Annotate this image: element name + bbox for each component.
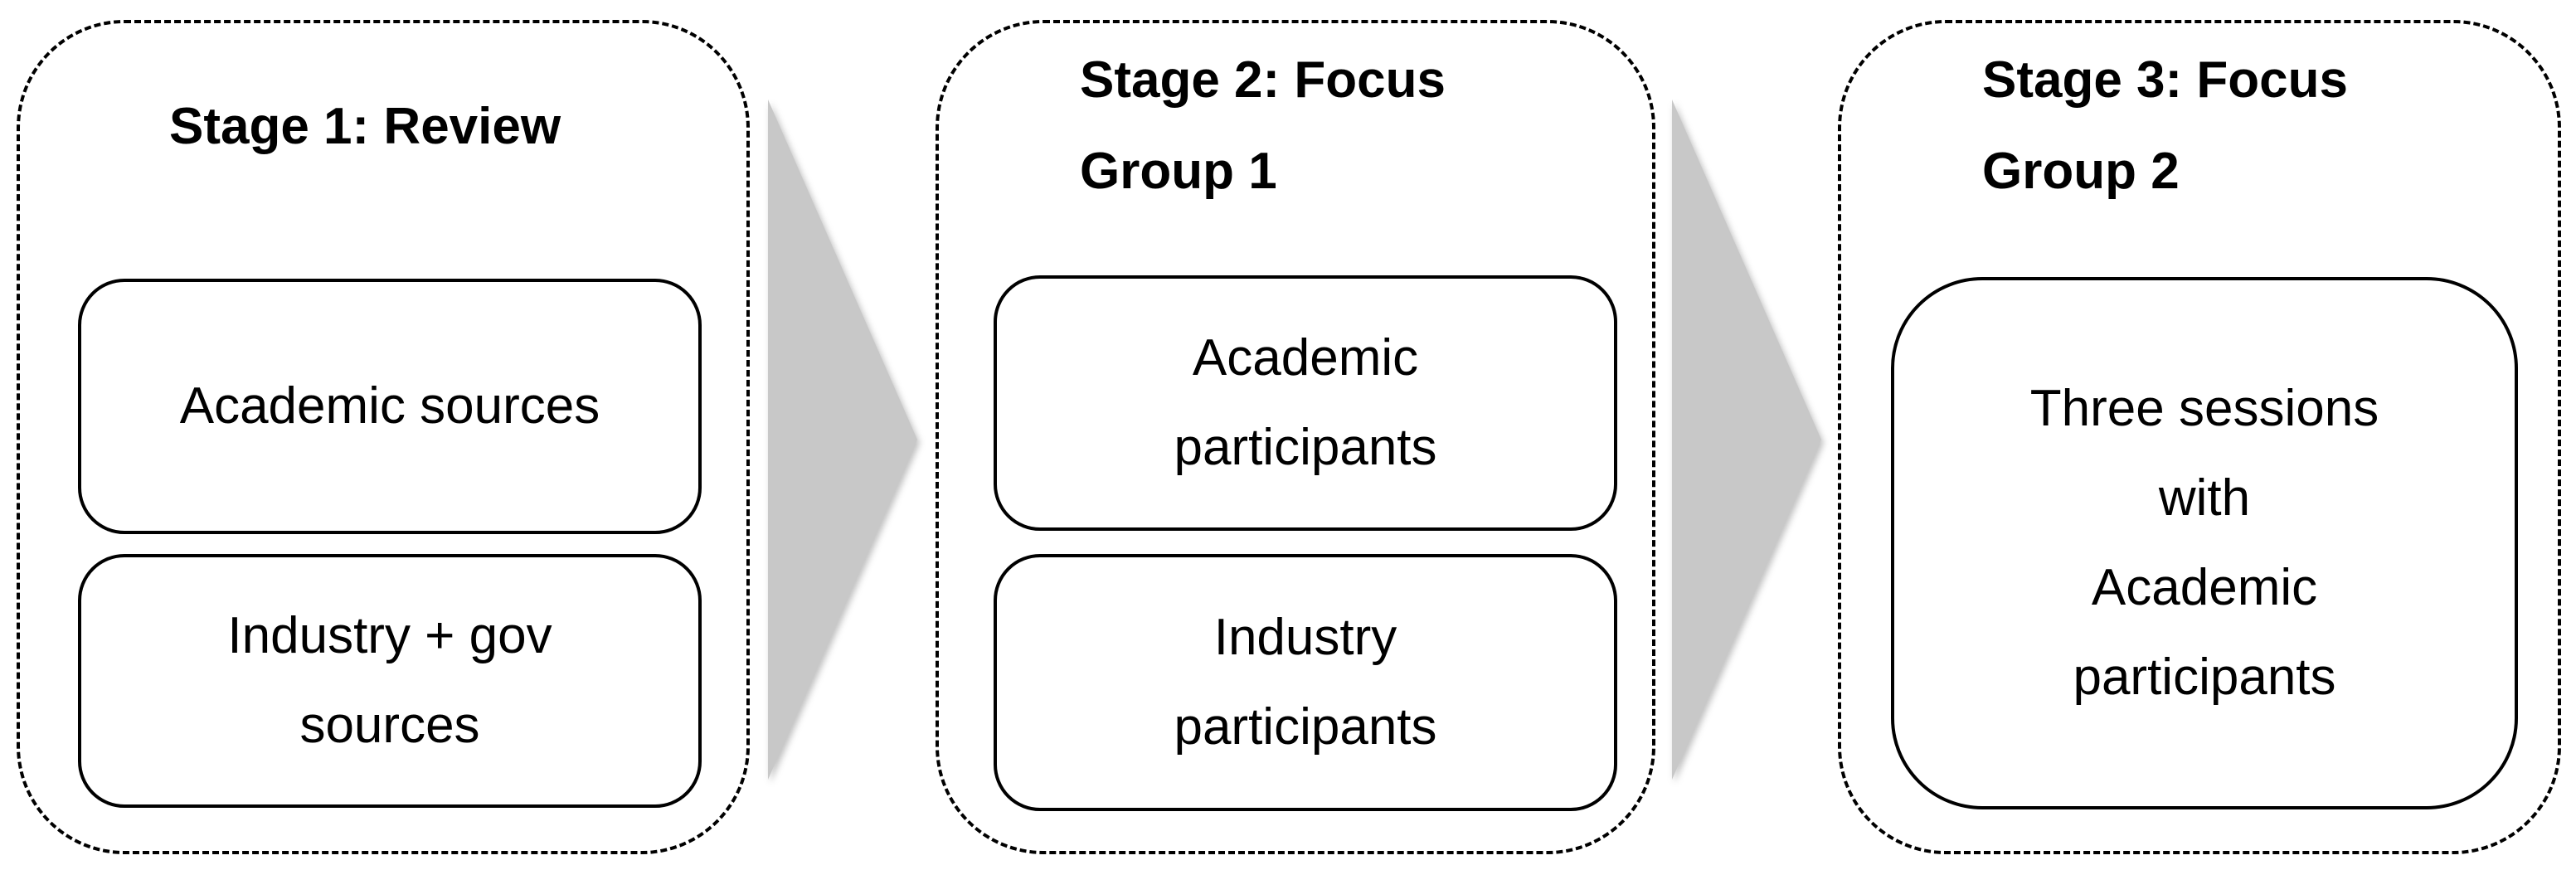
stage-1-box-industry-gov-sources: Industry + gov sources — [78, 554, 702, 808]
flow-arrow-1 — [768, 100, 917, 780]
flow-arrow-2 — [1672, 100, 1821, 780]
stage-2-title: Stage 2: Focus Group 1 — [1080, 51, 1446, 200]
stage-3-box-three-sessions: Three sessions with Academic participant… — [1891, 277, 2518, 809]
stage-1-box-academic-sources: Academic sources — [78, 279, 702, 534]
stage-1-container: Stage 1: Review Academic sources Industr… — [17, 20, 750, 854]
stage-3-title: Stage 3: Focus Group 2 — [1982, 51, 2348, 200]
stage-2-container: Stage 2: Focus Group 1 Academic particip… — [936, 20, 1655, 854]
stage-2-box-industry-participants: Industry participants — [994, 554, 1617, 811]
stage-1-title: Stage 1: Review — [169, 98, 561, 155]
chevron-right-icon — [1672, 100, 1821, 780]
chevron-right-icon — [768, 100, 917, 780]
stage-3-container: Stage 3: Focus Group 2 Three sessions wi… — [1838, 20, 2561, 854]
stage-2-box-academic-participants: Academic participants — [994, 275, 1617, 531]
